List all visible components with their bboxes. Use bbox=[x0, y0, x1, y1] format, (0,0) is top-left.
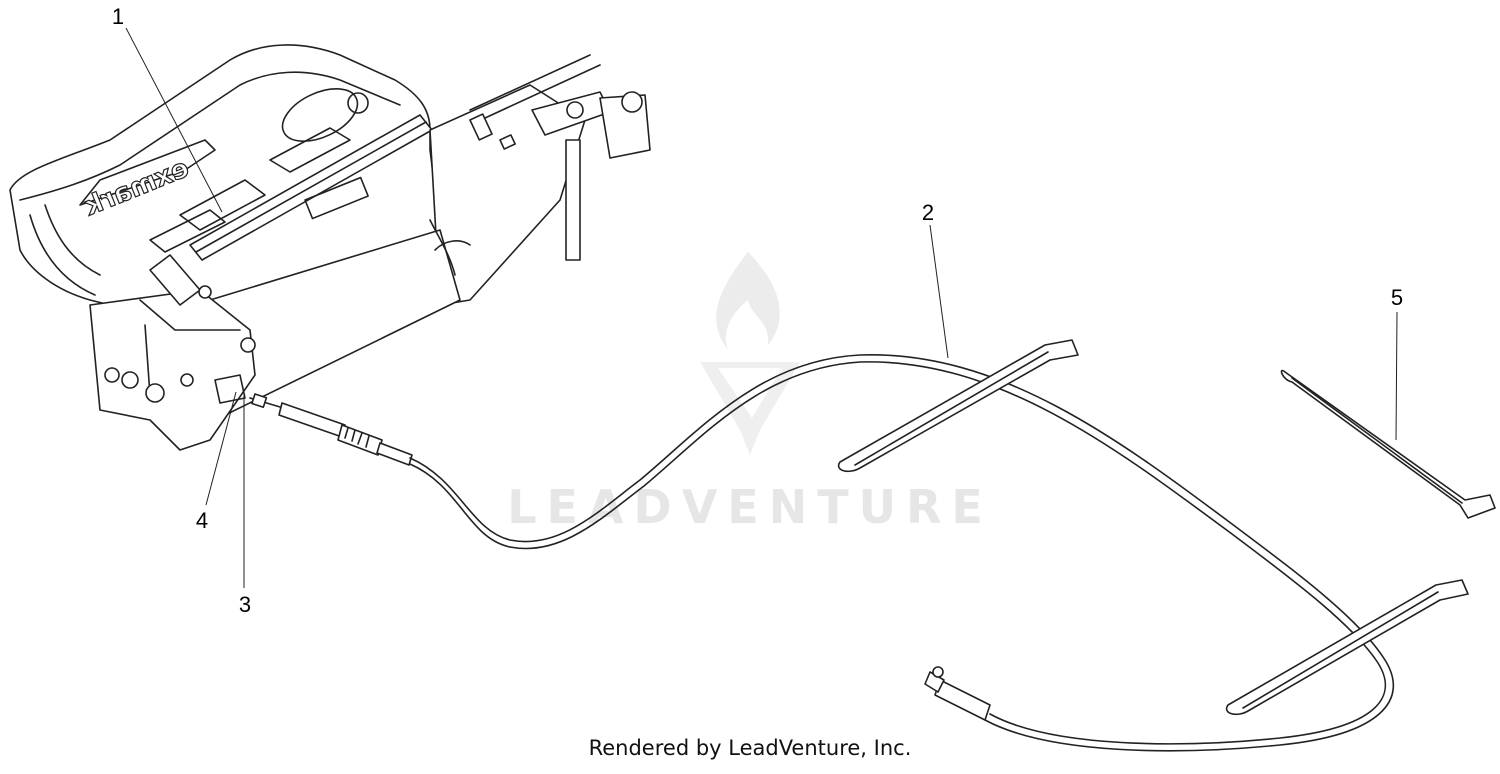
callout-2: 2 bbox=[922, 200, 934, 225]
leader-line-1 bbox=[125, 27, 223, 213]
render-credit: Rendered by LeadVenture, Inc. bbox=[588, 736, 912, 760]
watermark: LEADVENTURE bbox=[507, 252, 993, 534]
hood-assembly: exmark bbox=[9, 44, 651, 451]
callouts: 1 2 3 4 5 bbox=[112, 4, 1403, 617]
callout-3: 3 bbox=[239, 592, 251, 617]
leader-line-5 bbox=[1395, 311, 1398, 441]
leader-lines bbox=[125, 27, 1398, 588]
cable bbox=[249, 354, 1395, 752]
callout-1: 1 bbox=[112, 4, 124, 29]
leader-line-4 bbox=[205, 391, 237, 506]
callout-4: 4 bbox=[196, 508, 208, 533]
watermark-text: LEADVENTURE bbox=[507, 480, 993, 534]
leader-line-2 bbox=[929, 224, 949, 359]
cable-ties bbox=[837, 339, 1496, 716]
callout-5: 5 bbox=[1391, 285, 1403, 310]
